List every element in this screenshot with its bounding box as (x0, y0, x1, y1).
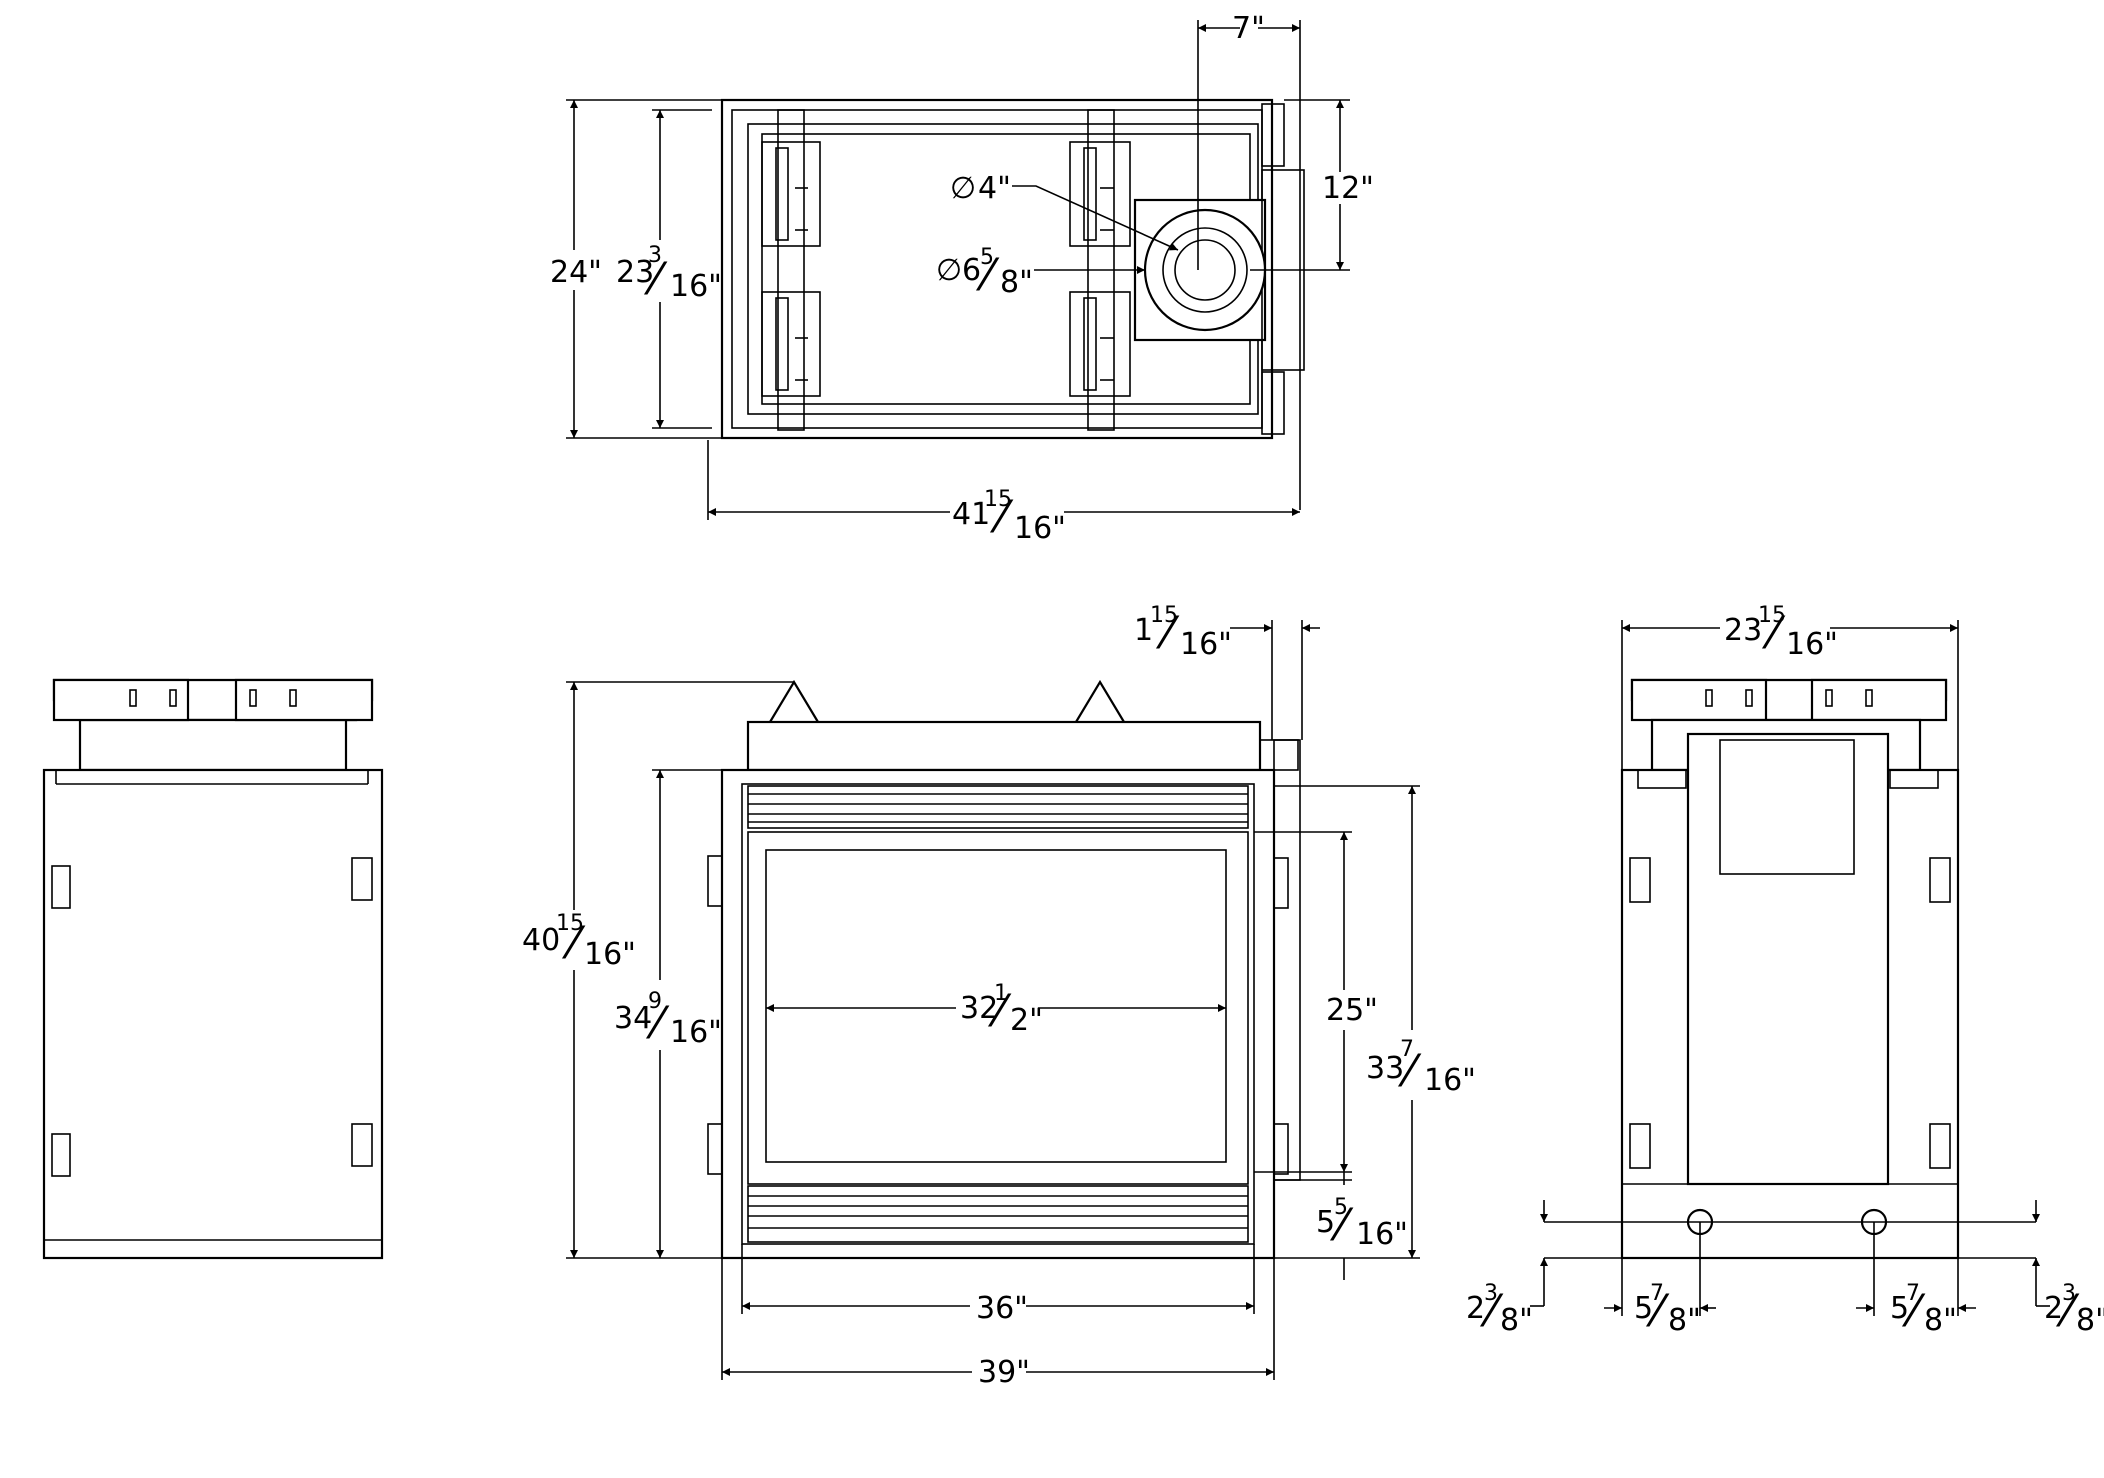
dim-side-width-whole: 23 (1724, 613, 1762, 648)
dim-front-total-height-den: 16" (584, 937, 636, 972)
top-brackets-left (761, 109, 821, 431)
dim-side-gas-height-whole: 2 (1466, 1291, 1485, 1326)
dim-top-depth: 24" (550, 255, 602, 290)
dim-front-opening-width: 36" (976, 1291, 1028, 1326)
top-view: 7" 12" ∅ 4" ∅ 6 5 ⁄ 8" 24" 23 3 ⁄ 16" (550, 11, 1374, 546)
dim-side-gas-height-den: 8" (1500, 1303, 1533, 1338)
dim-side-gas-right-whole: 5 (1890, 1291, 1909, 1326)
dim-front-total-height-num: 15 (556, 911, 584, 936)
dim-top-width-whole: 41 (952, 497, 990, 532)
dim-front-standoff-whole: 1 (1134, 613, 1153, 648)
dim-side-gas-right-den: 8" (1924, 1303, 1957, 1338)
dim-top-width-num: 15 (984, 487, 1012, 512)
dim-top-outer-dia-whole: 6 (962, 253, 981, 288)
dim-front-bottom-offset-num: 5 (1334, 1195, 1348, 1220)
dim-front-glass-width-whole: 32 (960, 991, 998, 1026)
dim-front-frame-height-num: 7 (1400, 1037, 1414, 1062)
dim-side-width-den: 16" (1786, 627, 1838, 662)
dim-side-gas-height-num: 3 (1484, 1281, 1498, 1306)
dim-front-standoff-den: 16" (1180, 627, 1232, 662)
right-side-view: 23 15 ⁄ 16" 2 3 ⁄ 8" 2 3 ⁄ 8" 5 7 ⁄ 8" (1466, 603, 2104, 1338)
dim-front-glass-height: 25" (1326, 993, 1378, 1028)
dim-top-offset: 7" (1232, 11, 1265, 46)
dim-top-depth-inner-den: 16" (670, 269, 722, 304)
dim-top-outer-dia-num: 5 (980, 245, 994, 270)
dim-front-frame-height-whole: 33 (1366, 1051, 1404, 1086)
dim-top-inner-dia-symbol: ∅ (950, 171, 976, 206)
dim-side-gas-left-num: 7 (1650, 1281, 1664, 1306)
dim-front-body-height-den: 16" (670, 1015, 722, 1050)
dim-side-gas-left-den: 8" (1668, 1303, 1701, 1338)
dim-front-body-height-num: 9 (648, 989, 662, 1014)
dim-front-glass-width-num: 1 (994, 981, 1008, 1006)
dim-front-bottom-offset-den: 16" (1356, 1217, 1408, 1252)
dim-front-standoff-num: 15 (1150, 603, 1178, 628)
dim-top-inner-dia: 4" (978, 171, 1011, 206)
dim-top-depth-inner-whole: 23 (616, 255, 654, 290)
dim-top-width-den: 16" (1014, 511, 1066, 546)
dim-front-total-height-whole: 40 (522, 923, 560, 958)
dim-top-outer-dia-den: 8" (1000, 265, 1033, 300)
dim-side-gas-height2-den: 8" (2076, 1303, 2104, 1338)
dim-front-bottom-offset-whole: 5 (1316, 1205, 1335, 1240)
dim-top-depth-inner-num: 3 (648, 243, 662, 268)
dim-side-gas-left-whole: 5 (1634, 1291, 1653, 1326)
dim-front-glass-width-den: 2" (1010, 1003, 1043, 1038)
dim-front-overall-width: 39" (978, 1355, 1030, 1390)
dim-side-gas-height2-num: 3 (2062, 1281, 2076, 1306)
front-view: 1 15 ⁄ 16" 40 15 ⁄ 16" 34 9 ⁄ 16" 32 1 ⁄… (522, 603, 1476, 1390)
dim-side-gas-height2-whole: 2 (2044, 1291, 2063, 1326)
left-side-view (42, 678, 384, 1260)
dim-front-frame-height-den: 16" (1424, 1063, 1476, 1098)
dim-front-body-height-whole: 34 (614, 1001, 652, 1036)
dim-top-flue-height: 12" (1322, 171, 1374, 206)
dim-side-width-num: 15 (1758, 603, 1786, 628)
dim-top-outer-dia-symbol: ∅ (936, 253, 962, 288)
dim-side-gas-right-num: 7 (1906, 1281, 1920, 1306)
